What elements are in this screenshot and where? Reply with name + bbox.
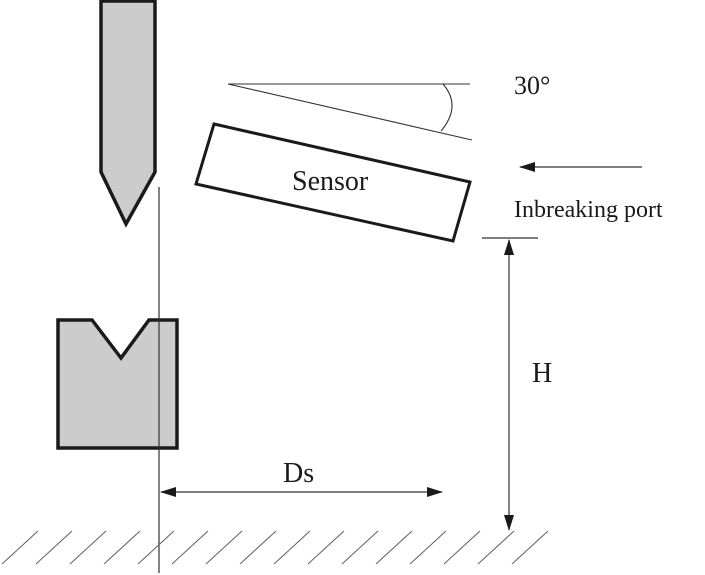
hatch-line xyxy=(137,530,175,565)
hatch-line xyxy=(443,530,481,565)
inbreaking-port-label: Inbreaking port xyxy=(514,197,663,223)
sensor-body xyxy=(194,122,472,243)
angle-sloped-line xyxy=(227,83,473,141)
hatch-line xyxy=(307,530,345,565)
height-label: H xyxy=(532,358,552,389)
hatch-line xyxy=(103,530,141,565)
ground-hatching xyxy=(1,530,549,565)
hatch-line xyxy=(69,530,107,565)
angle-arc xyxy=(440,83,453,132)
hatch-line xyxy=(375,530,413,565)
angle-label: 30° xyxy=(514,71,550,100)
punch xyxy=(99,0,157,228)
distance-label: Ds xyxy=(283,458,314,489)
hatch-line xyxy=(409,530,447,565)
hatch-line xyxy=(35,530,73,565)
hatch-line xyxy=(171,530,209,565)
die xyxy=(56,318,179,450)
hatch-line xyxy=(205,530,243,565)
hatch-line xyxy=(273,530,311,565)
hatch-line xyxy=(239,530,277,565)
sensor-label: Sensor xyxy=(292,166,369,197)
hatch-line xyxy=(477,530,515,565)
hatch-line xyxy=(341,530,379,565)
hatch-line xyxy=(1,530,39,565)
hatch-line xyxy=(511,530,549,565)
